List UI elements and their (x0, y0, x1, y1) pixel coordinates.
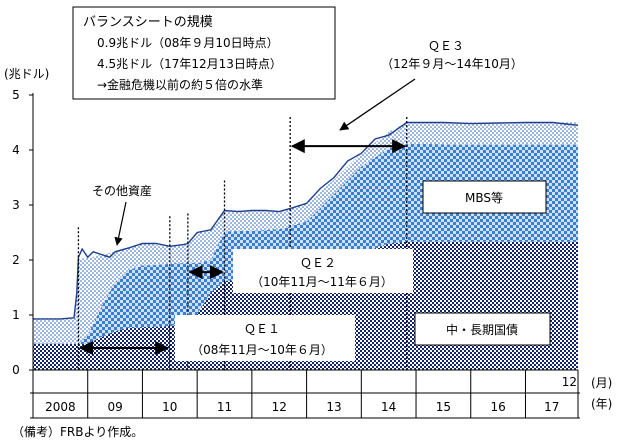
info-box-title: バランスシートの規模 (83, 15, 213, 30)
info-box-line3: →金融危機以前の約５倍の水準 (97, 77, 263, 92)
treasury-label: 中・長期国債 (446, 322, 518, 337)
info-box-line2: 4.5兆ドル（17年12月13日時点） (97, 57, 282, 71)
info-box: バランスシートの規模 0.9兆ドル（08年９月10日時点） 4.5兆ドル（17年… (72, 6, 336, 100)
x-year-label: 12 (272, 400, 287, 414)
mbs-label-box: MBS等 (422, 180, 547, 214)
x-year-label: 09 (107, 400, 122, 414)
y-tick-label: 3 (12, 198, 20, 212)
qe2-title: ＱＥ２ (300, 256, 336, 270)
area-series-2 (33, 122, 578, 345)
x-year-label: 2008 (45, 400, 76, 414)
qe3-period: （12年９月～14年10月） (381, 57, 523, 71)
y-tick-label: 4 (12, 143, 20, 157)
other-assets-pointer-arrow (114, 201, 127, 246)
y-tick-label: 1 (12, 308, 20, 322)
label-other-assets: その他資産 (92, 183, 152, 198)
y-tick-label: 0 (12, 363, 20, 377)
qe2-label-box: ＱＥ２ （10年11月～11年６月） (233, 249, 413, 293)
x-axis-end-month-label: 12 (562, 375, 577, 389)
qe1-period: （08年11月～10年６月） (191, 343, 333, 357)
qe1-label-box: ＱＥ１ （08年11月～10年６月） (175, 315, 355, 361)
y-axis-unit-label: (兆ドル) (4, 67, 49, 81)
x-year-label: 11 (217, 400, 232, 414)
x-axis-year-unit: (年) (591, 397, 612, 411)
x-year-label: 15 (436, 400, 451, 414)
qe2-period: （10年11月～11年６月） (251, 275, 393, 289)
qe3-pointer-arrow (339, 78, 416, 131)
info-box-line1: 0.9兆ドル（08年９月10日時点） (97, 36, 279, 50)
y-tick-label: 2 (12, 253, 20, 267)
x-year-label: 10 (162, 400, 177, 414)
mbs-label: MBS等 (465, 191, 503, 205)
footnote: （備考）FRBより作成。 (12, 424, 143, 439)
qe3-title: ＱＥ３ (428, 39, 464, 53)
treasury-label-box: 中・長期国債 (414, 312, 551, 346)
x-year-label: 14 (381, 400, 396, 414)
x-axis-month-unit: (月) (591, 376, 612, 390)
x-year-label: 13 (326, 400, 341, 414)
y-tick-label: 5 (12, 88, 20, 102)
qe1-title: ＱＥ１ (244, 322, 280, 336)
x-year-label: 17 (544, 400, 559, 414)
arrows-layer (79, 139, 407, 355)
total-assets-line (33, 121, 579, 320)
x-year-label: 16 (490, 400, 505, 414)
